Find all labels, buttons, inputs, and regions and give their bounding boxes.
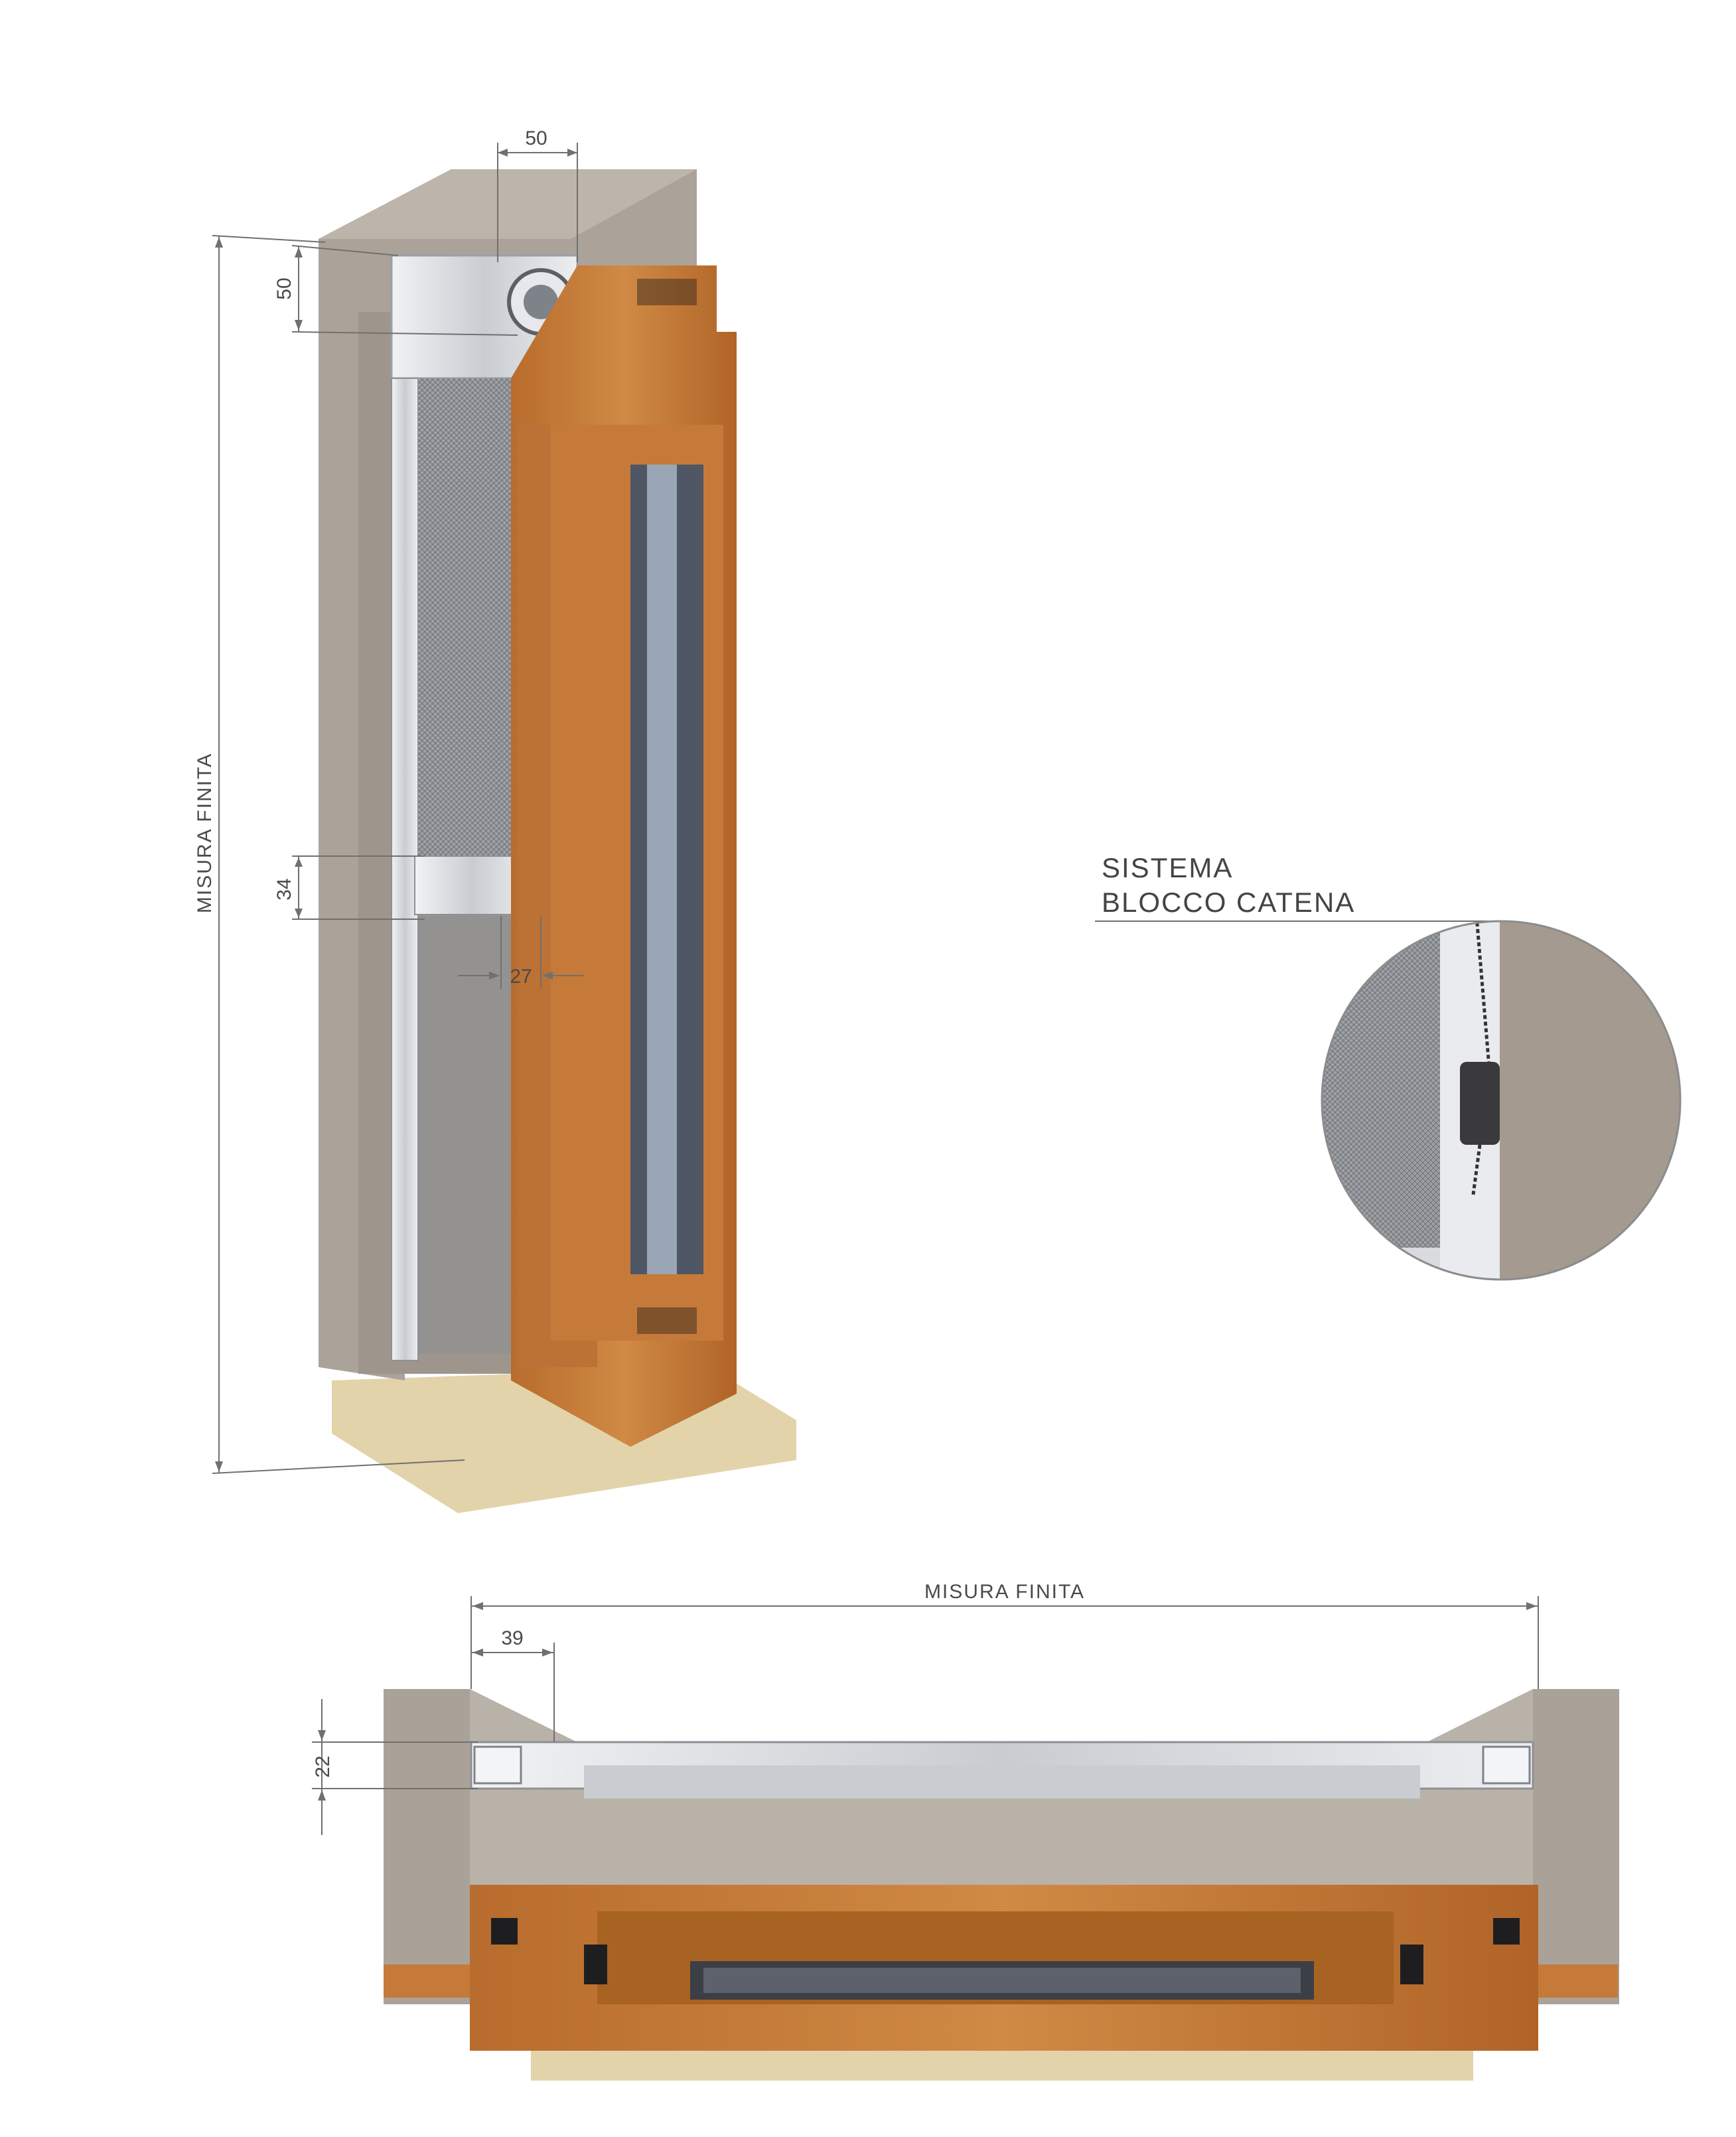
dim-overall-width: MISURA FINITA	[470, 1581, 1539, 1689]
dim-top-height-value: 50	[273, 277, 295, 299]
wall-left	[384, 1689, 470, 2004]
dim-handle-offset: 27	[458, 916, 584, 989]
chain-lock-detail: SISTEMA BLOCCO CATENA	[1095, 852, 1682, 1281]
dim-handle-offset-value: 27	[510, 966, 532, 988]
wall-top	[319, 169, 697, 239]
dim-guide-depth: 22	[312, 1699, 478, 1835]
dim-overall-height: MISURA FINITA	[194, 235, 465, 1474]
detail-title-line1: SISTEMA	[1102, 852, 1233, 883]
dim-top-width: 50	[497, 127, 578, 262]
dim-overall-height-label: MISURA FINITA	[194, 753, 216, 913]
chain-lock-icon	[1460, 1062, 1500, 1145]
detail-title-line2: BLOCCO CATENA	[1102, 887, 1355, 918]
dim-top-height: 50	[273, 245, 518, 336]
horizontal-section	[384, 1689, 1619, 2081]
dim-handle-height: 34	[273, 855, 425, 920]
insect-mesh	[418, 378, 518, 856]
wall-right	[1533, 1689, 1619, 2004]
dim-guide-depth-value: 22	[312, 1755, 334, 1777]
dim-handle-height-value: 34	[273, 878, 295, 900]
dim-top-width-value: 50	[525, 127, 547, 149]
side-guide	[391, 378, 419, 1361]
dim-guide-width: 39	[471, 1627, 555, 1742]
dim-guide-width-value: 39	[501, 1627, 523, 1649]
vertical-section	[319, 169, 796, 1513]
dim-overall-width-label: MISURA FINITA	[924, 1581, 1085, 1603]
